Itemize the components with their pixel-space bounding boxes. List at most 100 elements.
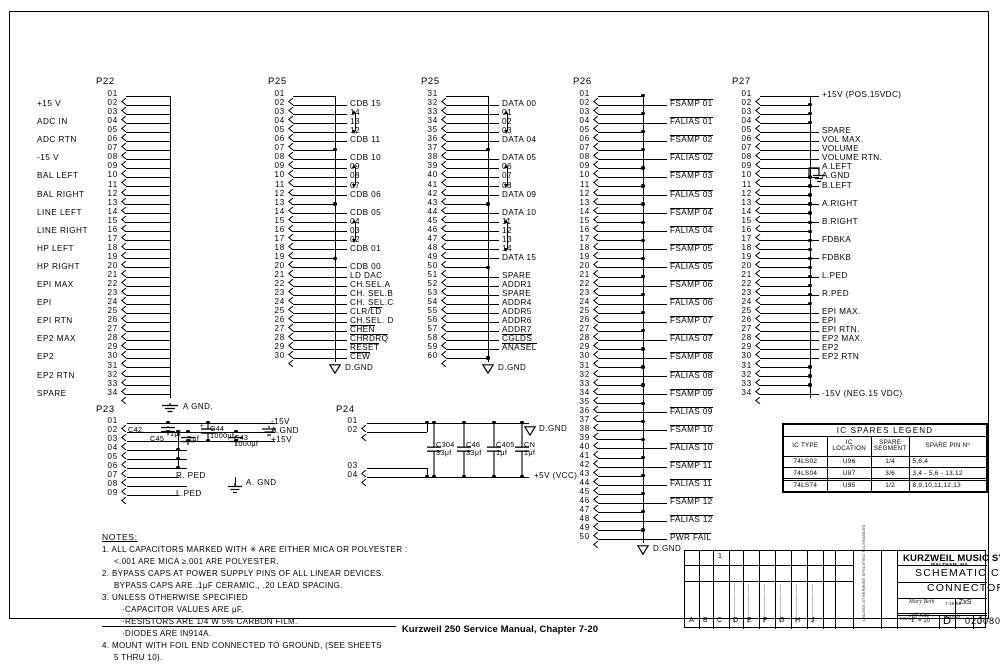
- pin-lead: [598, 484, 643, 486]
- pin-arrow-icon: [121, 455, 127, 469]
- pin-lead: [293, 95, 335, 97]
- pin-number: 27: [274, 324, 285, 334]
- signal-label: FSAMP 08: [670, 352, 713, 362]
- junction-dot: [808, 202, 812, 206]
- legend-cell: [826, 478, 872, 481]
- pin-arrow-icon: [441, 282, 447, 296]
- pin-lead: [598, 149, 643, 151]
- pin-arrow-icon: [288, 110, 294, 124]
- signal-label: R.PED: [822, 289, 850, 299]
- capacitor-cn: [514, 422, 530, 477]
- pin-number: 01: [347, 416, 358, 425]
- pin-arrow-icon: [593, 508, 599, 522]
- pin-lead: [367, 431, 427, 433]
- junction-dot: [641, 166, 645, 170]
- capacitor-ref-label: C405: [496, 439, 515, 449]
- capacitor-value-label: 1μf: [188, 434, 200, 444]
- pin-lead: [293, 249, 335, 251]
- pin-lead: [760, 249, 810, 251]
- pin-stub: [488, 140, 499, 142]
- pin-number: 56: [427, 315, 438, 325]
- pin-lead: [126, 222, 170, 224]
- note-line: 5 THRU 10).: [114, 652, 163, 662]
- pin-stub: [488, 176, 499, 178]
- pin-lead: [367, 422, 529, 424]
- pin-stub: [335, 321, 347, 323]
- pin-arrow-icon: [121, 309, 127, 323]
- pin-arrow-icon: [441, 183, 447, 196]
- pin-arrow-icon: [755, 228, 761, 242]
- pin-number: 06: [579, 134, 590, 144]
- pin-stub: [810, 140, 819, 142]
- connector-title-p27-4: P27: [732, 76, 751, 87]
- pin-number: 57: [427, 324, 438, 334]
- connector-title-p22-0: P22: [96, 76, 115, 87]
- pin-arrow-icon: [755, 201, 761, 214]
- legend-header: IC TYPE: [783, 436, 828, 457]
- pin-lead: [598, 95, 643, 97]
- pin-lead: [598, 430, 643, 432]
- signal-label: PWR FAIL: [670, 533, 712, 543]
- pin-number: 05: [107, 125, 118, 135]
- pin-number: 06: [107, 461, 118, 471]
- pin-lead: [598, 186, 643, 187]
- power-tie-line: [810, 95, 811, 123]
- pin-lead: [293, 276, 335, 278]
- pin-arrow-icon: [593, 364, 599, 377]
- pin-number: 34: [427, 116, 438, 126]
- pin-number: 23: [274, 288, 285, 298]
- pin-arrow-icon: [121, 354, 127, 368]
- pin-number: 53: [427, 288, 438, 298]
- pin-arrow-icon: [755, 246, 761, 260]
- pin-number: 17: [274, 233, 285, 243]
- pin-lead: [598, 240, 643, 242]
- pin-stub: [810, 294, 819, 296]
- pin-lead: [598, 475, 643, 477]
- pin-lead: [598, 448, 643, 450]
- pin-number: 26: [107, 315, 118, 325]
- junction-dot: [234, 429, 238, 434]
- pin-lead: [598, 231, 643, 233]
- pin-arrow-icon: [755, 336, 761, 350]
- junction-dot: [641, 383, 645, 387]
- pin-arrow-icon: [593, 137, 599, 151]
- pin-function-label: EPI: [37, 298, 52, 308]
- note-line: <.001 ARE MICA ≥.001 ARE POLYESTER.: [114, 556, 279, 566]
- junction-dot: [808, 283, 812, 288]
- pin-number: 12: [274, 188, 285, 198]
- svg-text:+: +: [228, 436, 232, 438]
- junction-dot: [641, 202, 645, 206]
- pin-arrow-icon: [593, 481, 599, 495]
- pin-arrow-icon: [593, 354, 599, 368]
- pin-lead: [126, 113, 170, 115]
- pin-number: 17: [107, 233, 118, 243]
- pin-number: 29: [741, 342, 752, 352]
- pin-lead: [760, 213, 810, 215]
- pin-arrow-icon: [288, 273, 294, 287]
- pin-arrow-icon: [755, 173, 761, 187]
- pin-lead: [293, 195, 335, 197]
- pin-number: 15: [579, 215, 590, 225]
- pin-arrow-icon: [755, 273, 761, 287]
- pin-arrow-icon: [121, 318, 127, 332]
- pin-lead: [446, 213, 488, 215]
- pin-number: 19: [741, 251, 752, 261]
- pin-lead: [446, 113, 488, 115]
- pin-number: 46: [427, 224, 438, 234]
- digital-ground-icon: [328, 361, 342, 375]
- pin-number: 31: [107, 360, 118, 370]
- pin-number: 38: [427, 152, 438, 162]
- junction-dot: [186, 438, 190, 443]
- capacitor-c405: [486, 422, 502, 477]
- legend-cell: U87: [826, 467, 872, 480]
- junction-dot: [333, 148, 337, 152]
- pin-arrow-icon: [755, 183, 761, 196]
- signal-label: FALIAS 07: [670, 334, 713, 344]
- pin-arrow-icon: [441, 237, 447, 251]
- pin-stub: [488, 339, 499, 341]
- pin-lead: [598, 385, 643, 387]
- pin-arrow-icon: [288, 210, 294, 224]
- pin-arrow-icon: [288, 291, 294, 305]
- pin-number: 14: [579, 206, 590, 216]
